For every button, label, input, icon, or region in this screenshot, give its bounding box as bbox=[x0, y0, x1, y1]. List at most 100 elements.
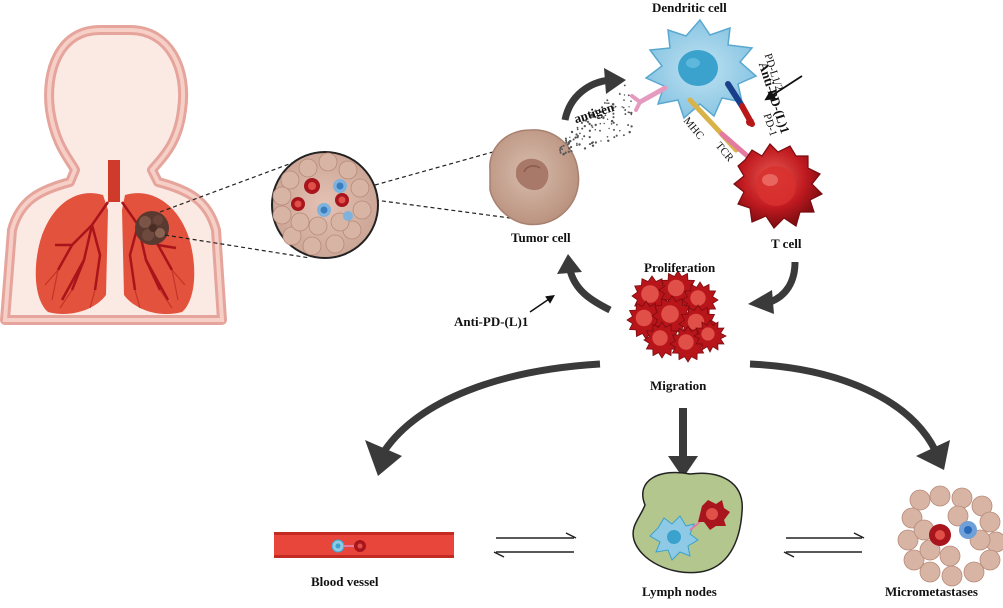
antigen-particle bbox=[568, 139, 572, 143]
tissue-cell bbox=[951, 487, 973, 509]
antigen-particle bbox=[603, 122, 605, 125]
tissue-cell bbox=[963, 561, 985, 583]
anti-pd-arrow-top bbox=[764, 75, 803, 101]
antigen-particle bbox=[611, 103, 615, 106]
antigen-particle bbox=[607, 108, 610, 110]
dendritic-cell-illustration bbox=[644, 18, 758, 120]
antigen-particle bbox=[623, 99, 625, 101]
arrow-to-tumor-cell bbox=[566, 268, 612, 314]
label-anti-pd-left: Anti-PD-(L)1 bbox=[454, 314, 529, 329]
label-t-cell: T cell bbox=[771, 236, 802, 251]
label-migration: Migration bbox=[650, 378, 707, 393]
antigen-particle bbox=[580, 121, 583, 124]
antigen-particle bbox=[565, 138, 567, 140]
antigen-particle bbox=[575, 136, 577, 138]
antigen-particle bbox=[610, 119, 614, 123]
anti-pd-arrow-left bbox=[529, 294, 555, 313]
antigen-particle bbox=[612, 121, 615, 124]
antigen-particle bbox=[616, 123, 618, 126]
antigen-particle bbox=[594, 123, 597, 127]
antigen-particle bbox=[591, 144, 595, 147]
human-torso-illustration bbox=[0, 25, 227, 325]
antigen-particle bbox=[581, 127, 584, 130]
antigen-particle bbox=[613, 136, 616, 139]
antigen-particle bbox=[559, 148, 561, 151]
antigen-particle bbox=[588, 129, 592, 132]
zoom-lines bbox=[159, 149, 511, 259]
antigen-particle bbox=[594, 128, 597, 131]
antigen-particle bbox=[623, 94, 626, 96]
antigen-particle bbox=[630, 100, 632, 103]
antigen-particle bbox=[575, 144, 578, 146]
antigen-particle bbox=[619, 129, 621, 132]
tissue-cell bbox=[929, 485, 951, 507]
antigen-particle bbox=[606, 102, 608, 105]
antigen-particle bbox=[630, 111, 633, 115]
receptor-molecules bbox=[630, 81, 755, 163]
antigen-particle bbox=[622, 106, 625, 109]
antigen-particle bbox=[624, 109, 627, 111]
antigen-particle bbox=[576, 128, 579, 131]
antigen-particle bbox=[583, 124, 586, 128]
label-lymph-nodes: Lymph nodes bbox=[642, 584, 717, 599]
antigen-particle bbox=[560, 145, 563, 148]
tissue-cell bbox=[919, 561, 941, 583]
antigen-particle bbox=[586, 120, 590, 123]
micrometastases-illustration bbox=[897, 485, 1003, 587]
antigen-particle bbox=[575, 133, 578, 136]
antigen-particle bbox=[594, 110, 597, 113]
tissue-cell bbox=[897, 529, 919, 551]
tissue-cell bbox=[947, 505, 969, 527]
antigen-particle bbox=[614, 105, 617, 108]
blood-vessel-illustration bbox=[274, 532, 454, 558]
antigen-particle bbox=[604, 114, 607, 117]
antigen-particle bbox=[566, 143, 569, 146]
antigen-particle bbox=[592, 115, 595, 118]
antigen-particle bbox=[615, 134, 618, 137]
label-tumor-cell: Tumor cell bbox=[511, 230, 571, 245]
antigen-particle bbox=[621, 106, 623, 108]
antigen-particle bbox=[567, 150, 570, 153]
antigen-particle bbox=[565, 141, 568, 144]
antigen-particle bbox=[612, 116, 615, 119]
antigen-particle bbox=[584, 119, 588, 122]
antigen-particle bbox=[570, 150, 573, 153]
antigen-particle bbox=[590, 141, 594, 145]
tissue-zoom-circle bbox=[271, 151, 379, 259]
lung-tumor-mass bbox=[135, 211, 169, 245]
antigen-particle bbox=[622, 134, 625, 137]
antigen-particle bbox=[581, 138, 584, 140]
tissue-cell bbox=[939, 545, 961, 567]
antigen-particle bbox=[559, 151, 562, 154]
antigen-particle bbox=[628, 106, 630, 108]
antigen-particle bbox=[559, 150, 562, 153]
antigen-particle bbox=[627, 94, 630, 97]
antigen-particle bbox=[606, 99, 609, 102]
antigen-particle bbox=[600, 106, 604, 109]
antigen-particle bbox=[606, 135, 609, 138]
antigen-particle bbox=[597, 117, 599, 120]
antigen-particle bbox=[576, 142, 578, 145]
antigen-particle bbox=[588, 143, 592, 146]
antigen-particle bbox=[583, 120, 585, 122]
antigen-particle bbox=[600, 140, 602, 142]
antigen-particle bbox=[579, 132, 581, 135]
antigen-particle bbox=[607, 102, 610, 105]
antigen-particle bbox=[594, 141, 598, 144]
exchange-arrows-right bbox=[783, 532, 865, 558]
tissue-cell bbox=[941, 565, 963, 587]
tissue-cell bbox=[919, 539, 941, 561]
antigen-particle bbox=[612, 112, 615, 115]
antigen-particle bbox=[630, 125, 633, 128]
label-proliferation: Proliferation bbox=[644, 260, 716, 275]
antigen-particle bbox=[559, 146, 562, 149]
antigen-particle bbox=[564, 152, 567, 155]
antigen-particle bbox=[628, 130, 631, 134]
antigen-particle bbox=[627, 124, 630, 126]
antigen-particle bbox=[583, 147, 587, 150]
antigen-particle bbox=[569, 136, 571, 138]
t-cell-illustration bbox=[733, 143, 824, 229]
antigen-particle bbox=[618, 93, 621, 96]
